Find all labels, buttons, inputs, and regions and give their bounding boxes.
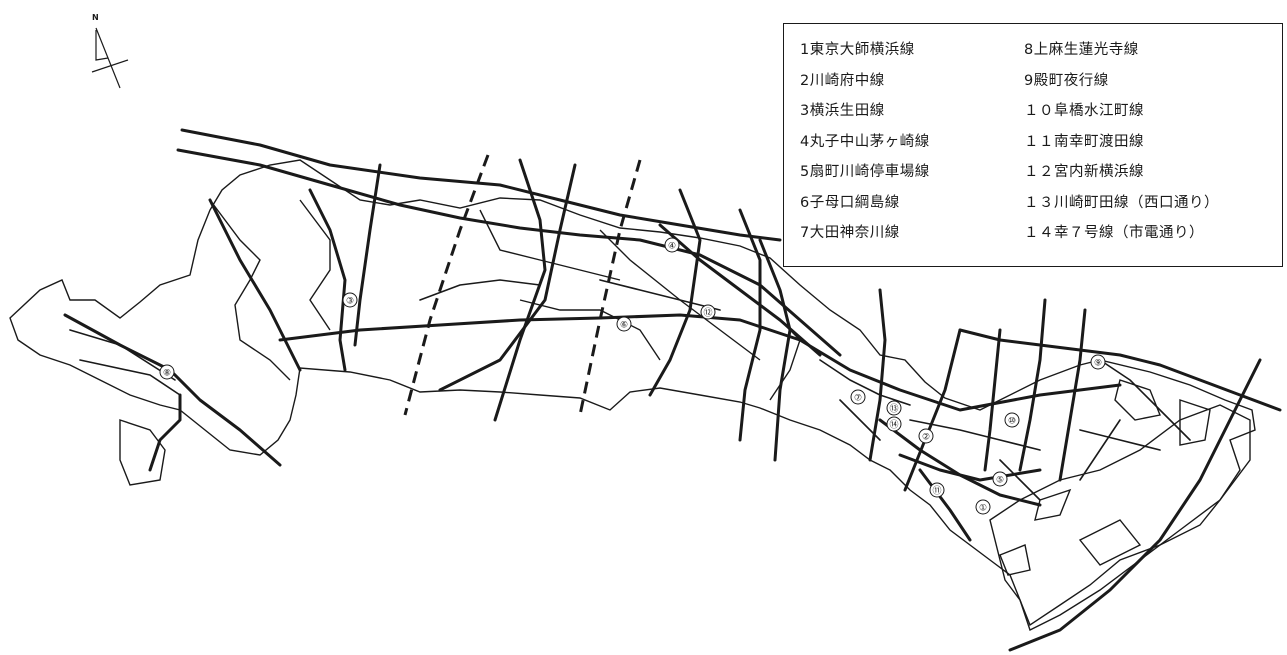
legend-item: 9殿町夜行線: [1024, 72, 1109, 89]
svg-text:⑭: ⑭: [889, 420, 898, 431]
route-marker-12: ⑫: [700, 304, 716, 320]
svg-text:④: ④: [668, 242, 676, 252]
route-marker-5: ⑤: [992, 471, 1008, 487]
route-marker-10: ⑩: [1004, 412, 1020, 428]
legend-item: １３川崎町田線（西口通り）: [1024, 194, 1219, 211]
legend-item: 3横浜生田線: [800, 103, 885, 119]
legend-item: 4丸子中山茅ヶ崎線: [800, 133, 930, 150]
legend-column-right: 8上麻生蓮光寺線 9殿町夜行線 １０阜橋水江町線 １１南幸町渡田線 １２宮内新横…: [1024, 38, 1219, 252]
route-marker-1: ①: [975, 499, 991, 515]
legend-item: 7大田神奈川線: [800, 225, 900, 241]
svg-text:⑨: ⑨: [1094, 359, 1102, 369]
legend-item: 5扇町川崎停車場線: [800, 164, 930, 180]
route-marker-6: ⑥: [616, 316, 632, 332]
svg-text:②: ②: [922, 433, 930, 443]
minor-roads: [69, 279, 1191, 501]
route-marker-2: ②: [918, 428, 934, 444]
inner-district-line: [519, 299, 661, 361]
svg-text:⑬: ⑬: [889, 404, 898, 415]
route-marker-9: ⑨: [1090, 354, 1106, 370]
route-marker-3: ③: [342, 292, 358, 308]
svg-text:⑩: ⑩: [1008, 417, 1016, 427]
legend-item: １０阜橋水江町線: [1024, 103, 1144, 119]
peninsula-outline: [119, 419, 166, 486]
route-marker-11: ⑪: [929, 482, 945, 498]
legend-item: 1東京大師横浜線: [800, 42, 915, 58]
rail-line: [578, 159, 642, 416]
port-blocks: [989, 379, 1251, 631]
legend-column-left: 1東京大師横浜線 2川崎府中線 3横浜生田線 4丸子中山茅ヶ崎線 5扇町川崎停車…: [800, 38, 930, 252]
legend-item: １１南幸町渡田線: [1024, 133, 1144, 150]
svg-text:⑪: ⑪: [932, 486, 941, 497]
rail-line: [403, 154, 490, 416]
route-marker-14: ⑭: [886, 416, 902, 432]
svg-text:⑧: ⑧: [163, 369, 171, 379]
legend-item: 2川崎府中線: [800, 72, 885, 89]
svg-text:③: ③: [346, 297, 354, 307]
legend-item: １４幸７号線（市電通り）: [1024, 225, 1204, 241]
inner-district-line: [299, 199, 331, 331]
route-marker-4: ④: [664, 237, 680, 253]
svg-text:⑦: ⑦: [854, 394, 862, 404]
legend-item: １２宮内新横浜線: [1024, 164, 1144, 180]
svg-text:⑫: ⑫: [703, 308, 712, 319]
svg-text:⑥: ⑥: [620, 321, 628, 331]
north-label: N: [92, 13, 99, 22]
legend-box: 1東京大師横浜線 2川崎府中線 3横浜生田線 4丸子中山茅ヶ崎線 5扇町川崎停車…: [783, 23, 1283, 267]
inner-district-line: [479, 209, 621, 281]
legend-item: 8上麻生蓮光寺線: [1024, 42, 1139, 58]
svg-text:⑤: ⑤: [996, 476, 1004, 486]
svg-text:①: ①: [979, 504, 987, 514]
route-marker-8: ⑧: [159, 364, 175, 380]
legend-item: 6子母口綱島線: [800, 194, 900, 211]
north-arrow-icon: N: [91, 13, 129, 89]
inner-district-line: [209, 199, 291, 381]
route-marker-7: ⑦: [850, 389, 866, 405]
route-marker-13: ⑬: [886, 400, 902, 416]
major-roads: [63, 128, 1282, 652]
